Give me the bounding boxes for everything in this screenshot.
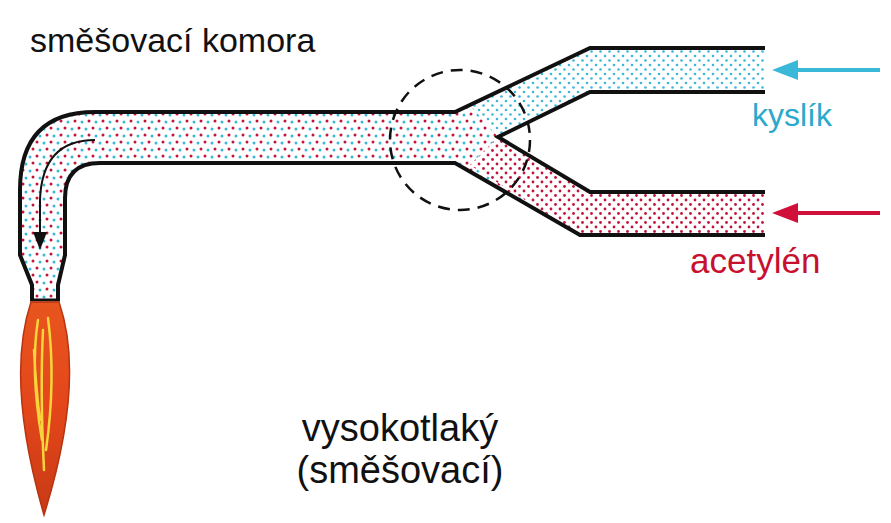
flame-streaks xyxy=(34,318,52,470)
mixture-fill xyxy=(20,48,765,300)
caption: vysokotlaký (směšovací) xyxy=(250,408,550,492)
gas-label: acetylén xyxy=(690,242,820,281)
mixing-zone-circle xyxy=(390,70,530,210)
acetylene-arrow-head xyxy=(772,203,798,223)
acetylene-arrow xyxy=(790,211,880,215)
flame xyxy=(21,302,70,515)
tube-wall xyxy=(20,48,765,300)
nozzle-tip xyxy=(30,299,60,302)
oxygen-arrow xyxy=(790,68,880,72)
part-label: směšovací komora xyxy=(30,22,315,59)
tube-wall xyxy=(498,92,765,192)
tube-wall xyxy=(58,163,765,300)
flow-arrow xyxy=(40,140,95,238)
gas-label: kyslík xyxy=(752,98,832,133)
oxygen-arrow-head xyxy=(772,60,798,80)
flow-arrow-head xyxy=(33,232,47,250)
